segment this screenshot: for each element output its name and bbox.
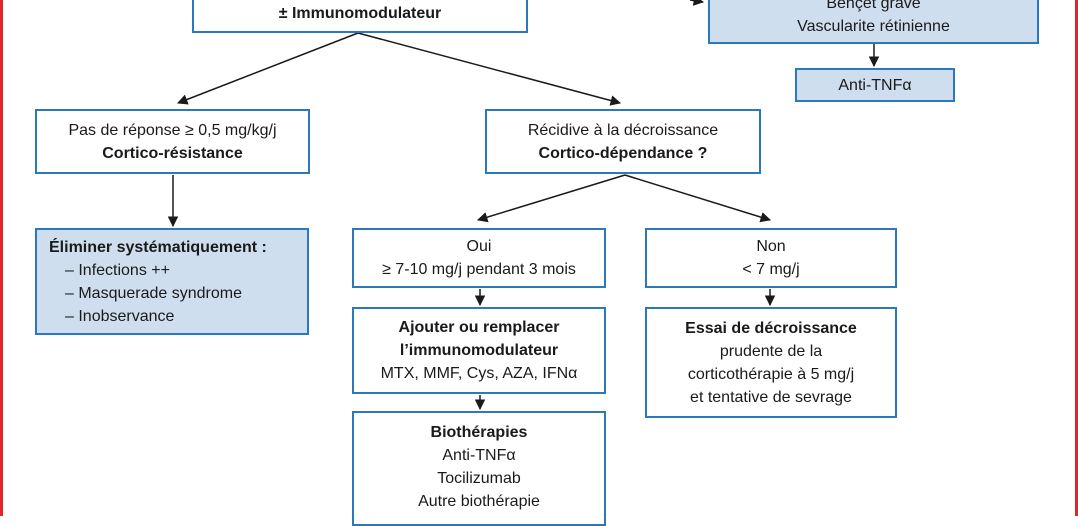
add-replace-line2: l’immunomodulateur — [399, 342, 559, 359]
eliminate-box: Éliminer systématiquement : – Infections… — [35, 228, 309, 335]
eliminate-title: Éliminer systématiquement : — [49, 238, 267, 256]
biotherapy-line3: Tocilizumab — [437, 470, 521, 487]
add-replace-line3: MTX, MMF, Cys, AZA, IFNα — [380, 365, 578, 382]
top-box-line2: ± Immunomodulateur — [278, 5, 442, 22]
add-replace-line1: Ajouter ou remplacer — [398, 319, 560, 336]
arrow-top-to-recurrence — [357, 32, 622, 106]
frame-right-border — [1075, 0, 1078, 516]
yes-line2: ≥ 7-10 mg/j pendant 3 mois — [382, 261, 576, 278]
eliminate-item-masquerade: – Masquerade syndrome — [65, 284, 242, 302]
biotherapy-box: Biothérapies Anti-TNFα Tocilizumab Autre… — [352, 411, 606, 526]
recurrence-line2: Cortico-dépendance ? — [538, 144, 708, 162]
biotherapy-line2: Anti-TNFα — [442, 447, 516, 464]
anti-tnf-box: Anti-TNFα — [795, 68, 955, 102]
taper-line3: corticothérapie à 5 mg/j — [687, 365, 855, 383]
no-line2: < 7 mg/j — [742, 261, 800, 278]
no-response-line1: Pas de réponse ≥ 0,5 mg/kg/j — [68, 121, 277, 139]
recurrence-box: Récidive à la décroissance Cortico-dépen… — [485, 109, 761, 174]
no-response-box: Pas de réponse ≥ 0,5 mg/kg/j Cortico-rés… — [35, 109, 310, 174]
arrow-top-to-no-response — [177, 32, 359, 105]
behcet-box-line2: Vascularite rétinienne — [797, 18, 950, 35]
behcet-box: Behçet grave Vascularite rétinienne — [708, 0, 1039, 44]
biotherapy-line4: Autre biothérapie — [418, 493, 540, 510]
biotherapy-title: Biothérapies — [430, 424, 528, 441]
anti-tnf-label: Anti-TNFα — [838, 76, 912, 94]
no-line1: Non — [756, 238, 786, 255]
add-replace-box: Ajouter ou remplacer l’immunomodulateur … — [352, 307, 606, 394]
recurrence-line1: Récidive à la décroissance — [527, 121, 719, 139]
yes-box: Oui ≥ 7-10 mg/j pendant 3 mois — [352, 228, 606, 288]
no-box: Non < 7 mg/j — [645, 228, 897, 288]
taper-line4: et tentative de sevrage — [690, 388, 852, 406]
no-response-line2: Cortico-résistance — [102, 144, 243, 162]
yes-line1: Oui — [466, 238, 492, 255]
taper-line2: prudente de la — [719, 342, 823, 360]
behcet-box-line1: Behçet grave — [826, 0, 921, 12]
eliminate-item-infections: – Infections ++ — [65, 261, 170, 279]
arrow-recurrence-to-yes — [476, 174, 626, 223]
arrow-recurrence-to-no — [624, 174, 772, 223]
arrow-top-right-partial — [689, 0, 705, 6]
taper-line1: Essai de décroissance — [685, 319, 857, 337]
frame-left-border — [0, 0, 3, 516]
eliminate-item-inobservance: – Inobservance — [65, 307, 175, 325]
top-box: ± Immunomodulateur — [192, 0, 528, 33]
taper-box: Essai de décroissance prudente de la cor… — [645, 307, 897, 418]
